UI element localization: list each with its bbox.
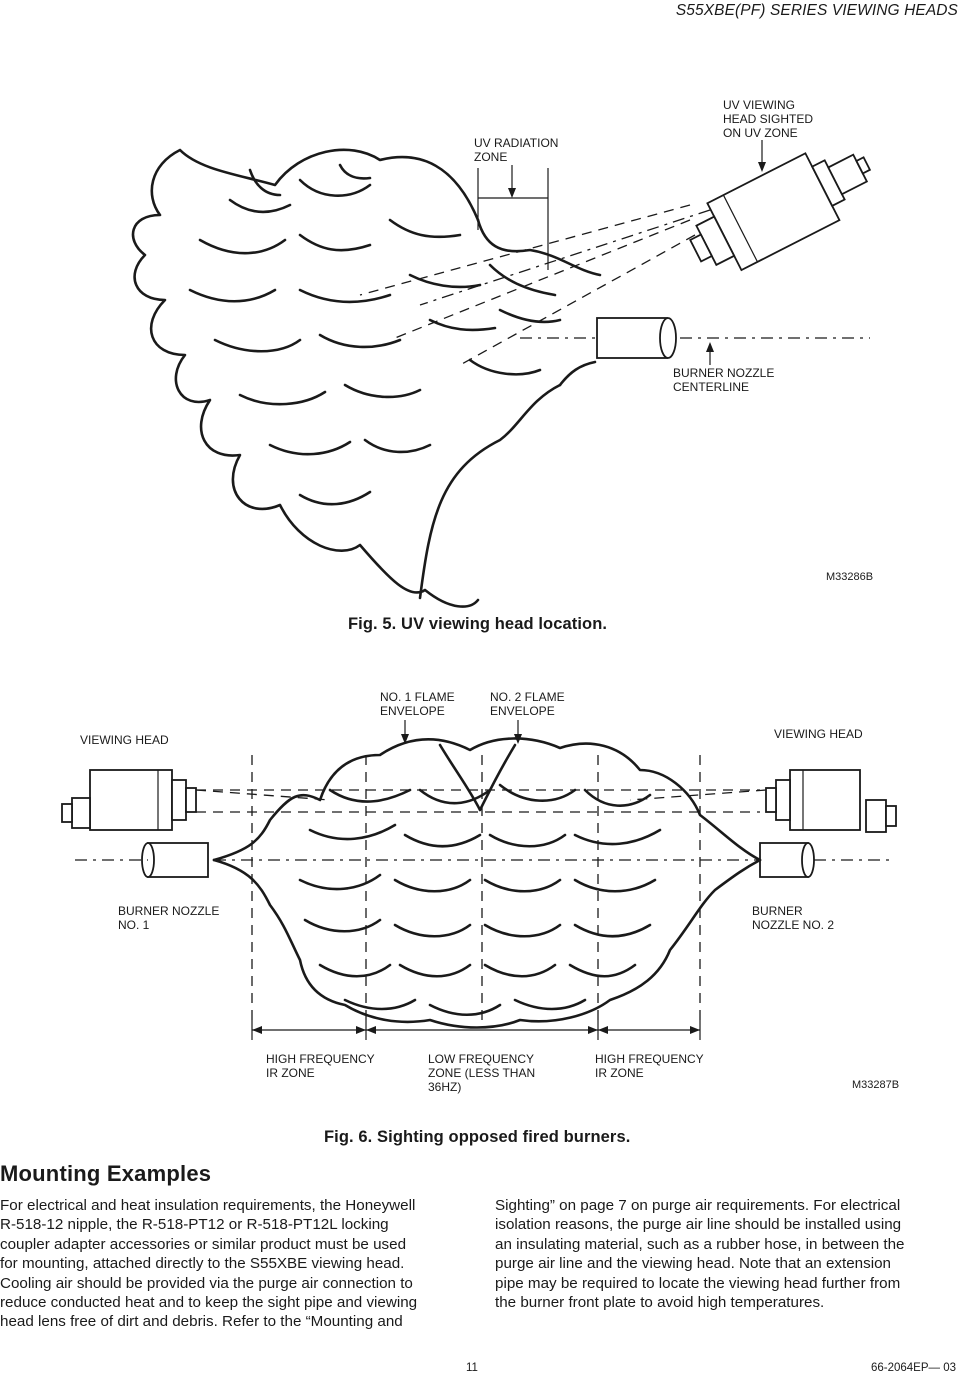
- body-line: the burner front plate to avoid high tem…: [495, 1294, 825, 1312]
- fig6-burner-nozzle-1: [147, 842, 209, 878]
- body-line: for mounting, attached directly to the S…: [0, 1255, 405, 1273]
- fig6-caption: Fig. 6. Sighting opposed fired burners.: [324, 1128, 631, 1146]
- body-line: R-518-12 nipple, the R-518-PT12 or R-518…: [0, 1216, 389, 1234]
- fig5-caption: Fig. 5. UV viewing head location.: [348, 615, 608, 633]
- body-line: purge air line and the viewing head. Not…: [495, 1255, 891, 1273]
- fig5-drawing-code: M33286B: [826, 571, 874, 583]
- body-line: Sighting” on page 7 on purge air require…: [495, 1197, 901, 1214]
- fig6-illustration: [61, 720, 897, 1040]
- fig6-label-high-freq-right: HIGH FREQUENCY IR ZONE: [595, 1052, 704, 1080]
- fig6-drawing-code: M33287B: [852, 1079, 900, 1091]
- fig6-viewing-head-right: [765, 769, 897, 833]
- fig5-illustration: [131, 140, 872, 608]
- body-line: For electrical and heat insulation requi…: [0, 1197, 416, 1214]
- fig6-label-low-freq: LOW FREQUENCY ZONE (LESS THAN 36HZ): [428, 1052, 536, 1094]
- body-column-1: For electrical and heat insulation requi…: [0, 1196, 470, 1332]
- fig6-label-viewing-head-right: VIEWING HEAD: [774, 727, 863, 741]
- fig5-uv-viewing-head: [689, 152, 872, 272]
- fig6-label-burner-nozzle-1: BURNER NOZZLE NO. 1: [118, 904, 220, 932]
- body-line: head lens free of dirt and debris. Refer…: [0, 1313, 403, 1331]
- body-line: coupler adapter accessories or similar p…: [0, 1235, 407, 1253]
- fig5-label-uv-viewing-head: UV VIEWING HEAD SIGHTED ON UV ZONE: [723, 98, 814, 140]
- fig5-label-uv-radiation-zone: UV RADIATION ZONE: [474, 136, 559, 164]
- fig6-label-viewing-head-left: VIEWING HEAD: [80, 733, 169, 747]
- fig5-label-burner-nozzle-centerline: BURNER NOZZLE CENTERLINE: [673, 366, 775, 394]
- section-heading: Mounting Examples: [0, 1161, 212, 1186]
- fig5-flame-outline: [131, 148, 480, 608]
- fig6-viewing-head-left: [61, 769, 197, 831]
- fig6-label-no2-flame: NO. 2 FLAME ENVELOPE: [490, 690, 565, 718]
- body-line: isolation reasons, the purge air line sh…: [495, 1216, 902, 1234]
- document-code: 66-2064EP— 03: [870, 1362, 956, 1374]
- fig6-flame-outline: [212, 737, 762, 862]
- body-line: reduce conducted heat and to keep the si…: [0, 1294, 418, 1312]
- body-line: pipe may be required to locate the viewi…: [495, 1274, 901, 1292]
- body-line: Cooling air should be provided via the p…: [0, 1274, 413, 1292]
- fig6-burner-nozzle-2: [759, 842, 809, 878]
- page-number: 11: [466, 1362, 478, 1374]
- fig6-label-high-freq-left: HIGH FREQUENCY IR ZONE: [266, 1052, 375, 1080]
- body-column-2: Sighting” on page 7 on purge air require…: [495, 1196, 960, 1312]
- running-header: S55XBE(PF) SERIES VIEWING HEADS: [675, 2, 958, 19]
- body-line: an insulating material, such as a rubber…: [495, 1235, 905, 1253]
- fig6-label-burner-nozzle-2: BURNER NOZZLE NO. 2: [752, 904, 835, 932]
- fig6-label-no1-flame: NO. 1 FLAME ENVELOPE: [380, 690, 455, 718]
